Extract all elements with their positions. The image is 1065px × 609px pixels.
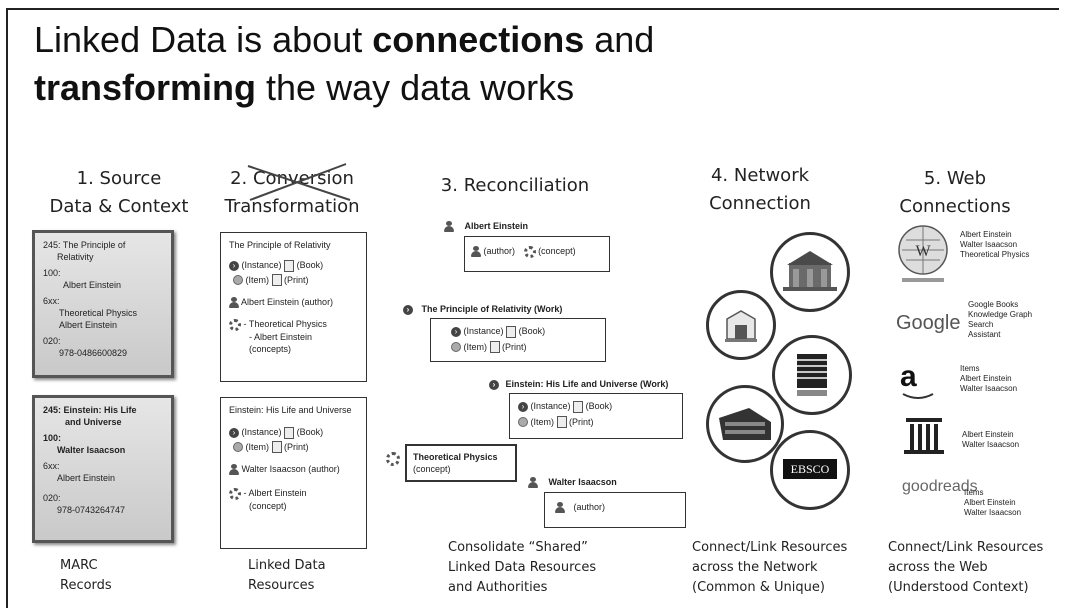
google-logo: Google [896, 312, 961, 334]
instance-icon: › [229, 260, 239, 271]
amazon-items: Items Albert Einstein Walter Isaacson [960, 364, 1018, 393]
amazon-logo: a [900, 360, 917, 393]
goodreads-logo: goodreads [902, 478, 978, 495]
modern-building-icon [719, 408, 771, 440]
col3-heading: 3. Reconciliation [440, 175, 590, 196]
physics-gear-icon [386, 452, 400, 466]
recon-isaacson-label: Walter Isaacson [528, 476, 617, 489]
goodreads-items: Items Albert Einstein Walter Isaacson [964, 488, 1022, 517]
slide-title: Linked Data is about connections and tra… [34, 19, 655, 108]
marc-record-2: 245: Einstein: His Life and Universe 100… [32, 395, 174, 543]
print-icon [271, 274, 282, 287]
work-icon: › [403, 304, 413, 315]
item-icon [233, 275, 243, 286]
book-icon [284, 259, 295, 272]
wikipedia-globe-icon: W [898, 225, 948, 282]
recon-work1-label: › The Principle of Relativity (Work) [403, 303, 562, 315]
person-icon [229, 297, 239, 309]
library-of-congress-logo-icon [797, 354, 827, 396]
recon-work2-label: › Einstein: His Life and Universe (Work) [489, 378, 668, 390]
svg-text:W: W [915, 243, 931, 260]
col1-footer: MARC Records [60, 558, 112, 593]
print-icon [489, 341, 500, 354]
print-icon [271, 441, 282, 454]
recon-work1-box: › (Instance) (Book) (Item) (Print) [430, 318, 606, 362]
google-items: Google Books Knowledge Graph Search Assi… [968, 300, 1033, 339]
network-library-building-3 [706, 385, 784, 463]
work-icon: › [489, 379, 499, 390]
network-ebsco: EBSCO [770, 430, 850, 510]
network-library-of-congress [772, 335, 852, 415]
concept-gear-icon [229, 319, 241, 331]
person-icon [229, 464, 239, 476]
network-library-building-2 [706, 290, 776, 360]
linked-data-resource-2: Einstein: His Life and Universe › (Insta… [220, 397, 367, 549]
concept-gear-icon [523, 245, 536, 258]
ebsco-logo: EBSCO [783, 459, 837, 479]
col4-footer: Connect/Link Resources across the Networ… [692, 540, 848, 595]
col4-heading: 4. Network Connection [709, 165, 811, 214]
book-icon [506, 325, 517, 338]
col5-footer: Connect/Link Resources across the Web (U… [888, 540, 1044, 595]
print-icon [556, 416, 567, 429]
instance-icon: › [451, 326, 461, 337]
network-library-building-1 [770, 232, 850, 312]
recon-einstein-label: Albert Einstein [444, 220, 528, 233]
person-icon [471, 246, 481, 258]
person-icon [555, 502, 565, 514]
item-icon [451, 342, 461, 353]
wikipedia-logo: W [892, 222, 958, 290]
recon-work2-box: › (Instance) (Book) (Item) (Print) [509, 393, 683, 439]
col2-footer: Linked Data Resources [248, 558, 326, 593]
wiki-items: Albert Einstein Walter Isaacson Theoreti… [960, 230, 1030, 259]
recon-einstein-box: (author) (concept) [464, 236, 610, 272]
person-icon [528, 477, 538, 489]
person-icon [444, 221, 454, 233]
conversion-cross-out [247, 163, 351, 201]
store-building-icon [725, 310, 757, 342]
library-building-icon [783, 251, 837, 291]
book-icon [284, 426, 295, 439]
slide-frame [6, 8, 1059, 608]
item-icon [518, 417, 528, 428]
col5-heading: 5. Web Connections [899, 168, 1011, 217]
item-icon [233, 442, 243, 453]
internet-archive-logo [904, 418, 944, 454]
instance-icon: › [518, 401, 528, 412]
archive-items: Albert Einstein Walter Isaacson [962, 430, 1020, 449]
amazon-smile-icon [902, 393, 934, 399]
marc-record-1: 245: The Principle of Relativity 100: Al… [32, 230, 174, 378]
book-icon [573, 400, 584, 413]
col1-heading: 1. Source Data & Context [49, 168, 189, 217]
col3-footer: Consolidate “Shared” Linked Data Resourc… [448, 540, 597, 595]
instance-icon: › [229, 427, 239, 438]
concept-gear-icon [229, 488, 241, 500]
recon-physics-box: Theoretical Physics (concept) [405, 444, 517, 482]
recon-isaacson-box: (author) [544, 492, 686, 528]
linked-data-resource-1: The Principle of Relativity › (Instance)… [220, 232, 367, 382]
